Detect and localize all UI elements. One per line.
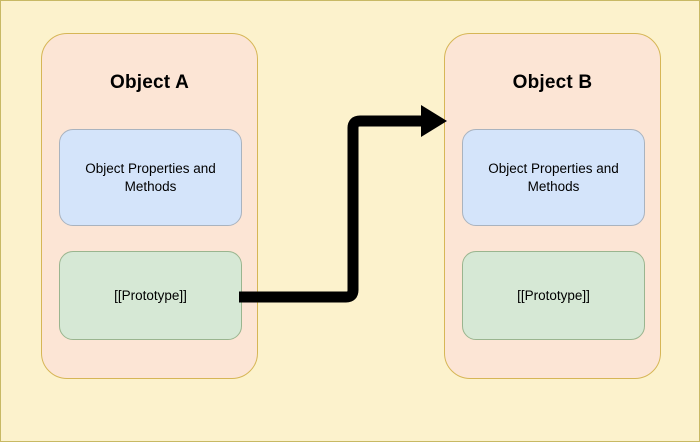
object-a-title: Object A <box>109 72 190 93</box>
object-b-prototype-label: [[Prototype]] <box>517 287 590 303</box>
object-a-prototype-label: [[Prototype]] <box>114 287 187 303</box>
object-a-container[interactable]: Object A Object Properties and Methods [… <box>41 33 258 379</box>
object-b-container[interactable]: Object B Object Properties and Methods [… <box>444 33 661 379</box>
object-b-prototype-box[interactable]: [[Prototype]] <box>462 251 645 340</box>
object-a-properties-methods-box[interactable]: Object Properties and Methods <box>59 129 242 226</box>
object-b-title: Object B <box>512 72 593 93</box>
object-b-properties-methods-label: Object Properties and Methods <box>488 160 619 194</box>
connector-line <box>239 115 425 303</box>
object-a-properties-methods-label: Object Properties and Methods <box>85 160 216 194</box>
object-b-properties-methods-box[interactable]: Object Properties and Methods <box>462 129 645 226</box>
object-a-prototype-box[interactable]: [[Prototype]] <box>59 251 242 340</box>
